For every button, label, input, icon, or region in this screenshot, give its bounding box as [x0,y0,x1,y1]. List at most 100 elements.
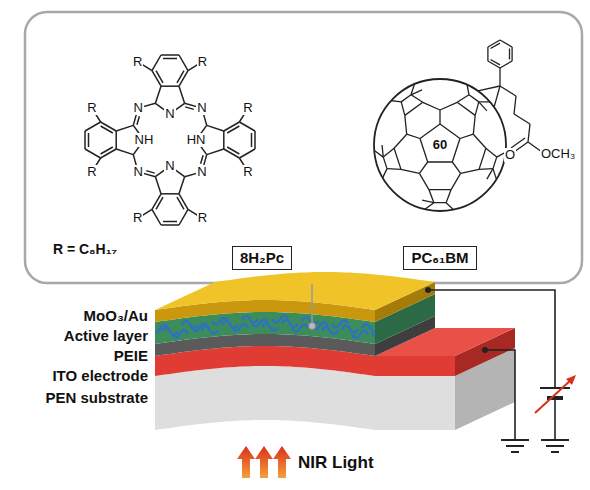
double-bond-line [156,197,163,209]
atom-label: R [86,101,97,115]
bond-line [479,102,487,111]
ground-symbol [551,451,559,453]
bond-line [254,131,256,149]
bond-line [511,47,512,61]
atom-label: N [196,101,207,115]
atom-label: N [196,165,207,179]
ground-symbol [501,439,529,441]
double-bond-line [177,197,184,209]
bond-line [394,134,407,148]
bond-line [486,148,497,157]
nir-arrows [237,446,291,478]
fullerene-label: 60 [432,138,448,152]
layer-label: ITO electrode [52,368,148,385]
bond-line [420,139,428,163]
bond-line [116,149,133,155]
domain-stroke [342,326,358,333]
fullerene-outline [374,79,506,211]
bond-line [439,110,440,124]
bond-line [411,79,416,95]
atom-label: R [132,55,143,69]
bond-line [422,200,434,203]
domain-stroke [162,328,178,335]
circuit-wires [428,290,570,452]
bond-line [451,173,461,189]
atom-label: R [132,211,143,225]
atom-label: N [164,107,175,121]
bond-line [514,114,530,124]
double-bond-line [491,60,501,65]
wire [485,350,515,440]
atom-label: R [242,165,253,179]
double-bond-line [137,116,140,125]
bond-line [401,169,419,173]
domain-stroke [352,331,368,338]
bond-line [394,148,401,169]
bond-line [528,124,530,142]
double-bond-line [227,126,239,133]
atom-label: N [132,165,143,179]
bond-line [179,86,185,103]
phthalocyanine-structure [85,55,255,225]
variable-arrow [535,379,572,413]
bond-line [239,122,255,131]
double-bond-line [251,133,253,147]
bond-line [473,115,475,134]
atom-label: R [197,55,208,69]
ground-symbol [506,445,524,447]
fullerene-mesh [370,79,510,213]
bond-line [382,145,383,157]
bond-line [85,149,101,158]
double-bond-line [509,49,510,60]
bond-line [155,177,161,194]
double-bond-line [101,147,113,154]
bond-line [152,55,161,71]
bond-line [161,85,179,87]
bond-line [401,95,411,102]
atom-label: HN [186,133,207,147]
formula-note: R = C₈H₁₇ [53,242,117,257]
light-arrow [255,446,273,478]
bond-line [423,102,440,110]
fullerene-structure [370,40,542,213]
bond-line [457,102,475,115]
bond-line [487,47,488,61]
bond-line [457,95,469,103]
bond-line [487,169,493,180]
bond-line [387,168,401,170]
bond-line [405,115,407,134]
light-arrow [273,446,291,478]
ground-symbol [511,451,519,453]
bond-line [479,168,493,170]
bond-line [475,102,479,116]
domain-stroke [232,324,248,331]
bond-line [428,161,453,162]
atom-label: OCH₃ [540,147,576,161]
device-stack [152,272,515,430]
bond-line [152,209,161,225]
double-bond-line [163,221,177,223]
light-label: NIR Light [298,454,374,473]
bond-line [493,157,497,169]
bond-line [239,149,255,158]
bond-line [479,101,495,102]
atom-label: R [197,211,208,225]
bond-line [452,139,460,163]
bond-line [179,55,188,71]
bond-line [407,134,420,138]
bond-line [469,95,479,102]
bond-line [466,80,469,95]
bond-line [84,131,86,149]
bond-line [514,142,528,152]
layer-label: PEN substrate [46,390,149,407]
domain-stroke [262,324,278,331]
bond-line [223,131,225,149]
bond-line [440,102,457,110]
bond-line [429,189,451,190]
bond-line [179,177,185,194]
double-bond-line [163,58,177,60]
leader-line [311,284,313,326]
light-arrow [237,446,255,478]
bond-line [419,162,427,173]
bond-line [405,102,423,115]
